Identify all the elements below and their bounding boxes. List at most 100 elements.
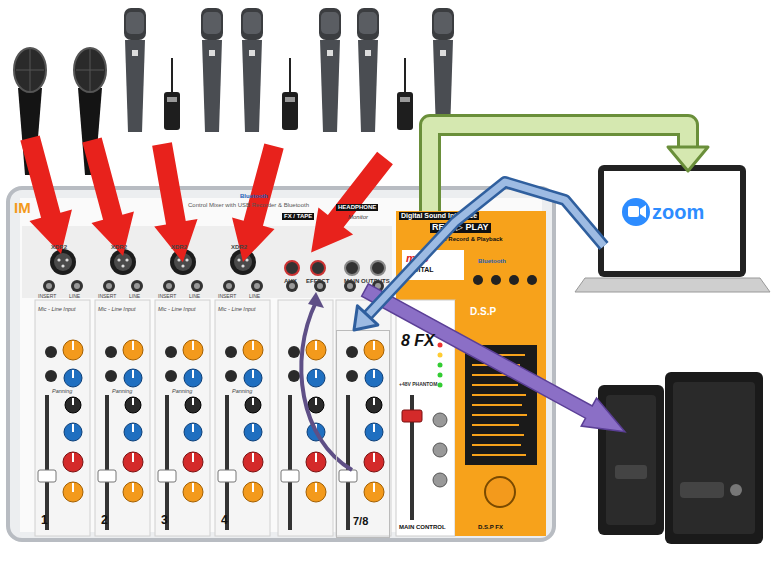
receiver — [282, 58, 298, 130]
digital-panel — [396, 247, 546, 300]
level-leds — [438, 343, 443, 388]
arrow-head — [354, 306, 378, 330]
zoom-icon — [622, 198, 650, 226]
monitor-arrow-head — [308, 292, 324, 308]
panel-label: AUX — [284, 278, 297, 285]
panel-label: LINE — [249, 294, 260, 300]
button — [473, 275, 483, 285]
panel-label: 1 — [41, 514, 48, 527]
panel-label: D.S.P — [470, 306, 496, 317]
receiver — [397, 58, 413, 130]
panel-label: 4 — [221, 514, 228, 527]
node-text: zoom — [652, 201, 704, 223]
channel-strip — [155, 280, 210, 536]
dsp-knob — [485, 477, 515, 507]
speaker — [598, 385, 664, 535]
panel-label: LINE — [129, 294, 140, 300]
channel-strip — [215, 280, 270, 536]
mixer: Control Mixer with USB Recorder & Blueto… — [8, 188, 554, 540]
speaker-knob — [730, 484, 742, 496]
wireless-mic — [432, 8, 454, 132]
knob — [433, 473, 447, 487]
panel-label: Panning — [52, 388, 72, 394]
panel-label: Panning — [232, 388, 252, 394]
button — [527, 275, 537, 285]
panel-label: Bluetooth — [478, 258, 506, 265]
connector — [354, 182, 604, 330]
speaker-port — [615, 465, 647, 479]
speaker-front — [606, 395, 656, 525]
panel-label: mp3 — [406, 252, 429, 264]
panel-label: Mic - Line Input — [98, 306, 136, 312]
display — [402, 250, 464, 280]
input-arrow — [294, 144, 403, 266]
panel-label: Mic - Line Input — [38, 306, 76, 312]
laptop-base — [575, 278, 770, 292]
zoom-icon-lens — [640, 205, 646, 218]
panel-label: Panning — [112, 388, 132, 394]
connector-line — [430, 125, 688, 211]
laptop-screen: zoom — [604, 171, 740, 271]
speaker-port — [680, 482, 724, 498]
panel-label: Mic - Line Input — [218, 306, 256, 312]
knob — [433, 413, 447, 427]
node-text: Control Mixer with USB Recorder & Blueto… — [188, 202, 309, 209]
panel-label: 3 — [161, 514, 168, 527]
receiver — [164, 58, 180, 130]
panel-label: FX / TAPE — [282, 213, 314, 220]
output-arrow — [357, 276, 632, 446]
panel-label: LINE — [69, 294, 80, 300]
speaker-front — [673, 382, 755, 534]
node-text: Digital Sound Interface — [399, 212, 479, 220]
panel-label: INSERT — [38, 294, 56, 300]
wireless-mic — [319, 8, 341, 132]
node-text: USB Record & Playback — [434, 236, 503, 243]
panel-label: IM — [14, 200, 31, 217]
speaker — [665, 372, 763, 544]
panel-label: Panning — [172, 388, 192, 394]
channel-strip — [336, 280, 391, 536]
connector-line — [366, 182, 604, 317]
panel-label: +48V PHANTOM — [399, 382, 437, 388]
button — [509, 275, 519, 285]
mixer-body — [8, 188, 554, 540]
channel-strip: 7/8 — [336, 330, 390, 538]
panel-label: DIGITAL — [406, 266, 433, 274]
jack — [371, 261, 385, 275]
panel-label: XDR2 — [51, 244, 67, 251]
panel-label: HEADPHONE — [336, 204, 378, 211]
panel-label: Mic - Line Input — [158, 306, 196, 312]
panel-label: MAIN CONTROL — [399, 524, 446, 531]
wireless-mic — [201, 8, 223, 132]
panel-label: 8 FX — [401, 332, 435, 350]
panel-label: INSERT — [98, 294, 116, 300]
connector-line — [366, 182, 604, 317]
input-arrow — [71, 134, 145, 261]
panel-label: EFFECT — [306, 278, 329, 285]
jack — [345, 261, 359, 275]
panel-label: XDR2 — [231, 244, 247, 251]
xlr-input — [50, 249, 76, 275]
knob — [433, 443, 447, 457]
wireless-mic — [124, 8, 146, 132]
node-text: 7/8 — [353, 515, 368, 527]
node-text: REC. ▷ PLAY — [430, 223, 491, 233]
dsp-panel — [455, 300, 546, 536]
panel-label: LINE — [189, 294, 200, 300]
channel-strip — [35, 280, 90, 536]
jack — [285, 261, 299, 275]
main-fader-cap — [402, 410, 422, 422]
wireless-mic — [357, 8, 379, 132]
zoom-icon-camera — [628, 206, 639, 217]
connector-line — [430, 125, 688, 211]
panel-label: D.S.P FX — [478, 524, 503, 531]
connector — [430, 125, 708, 211]
panel-label: XDR2 — [171, 244, 187, 251]
laptop-bezel — [598, 165, 746, 277]
laptop-screen — [604, 171, 740, 271]
jack — [311, 261, 325, 275]
interface-panel: Digital Sound InterfaceREC. ▷ PLAY USB Re… — [396, 211, 546, 247]
monitor-arrow — [301, 302, 352, 470]
